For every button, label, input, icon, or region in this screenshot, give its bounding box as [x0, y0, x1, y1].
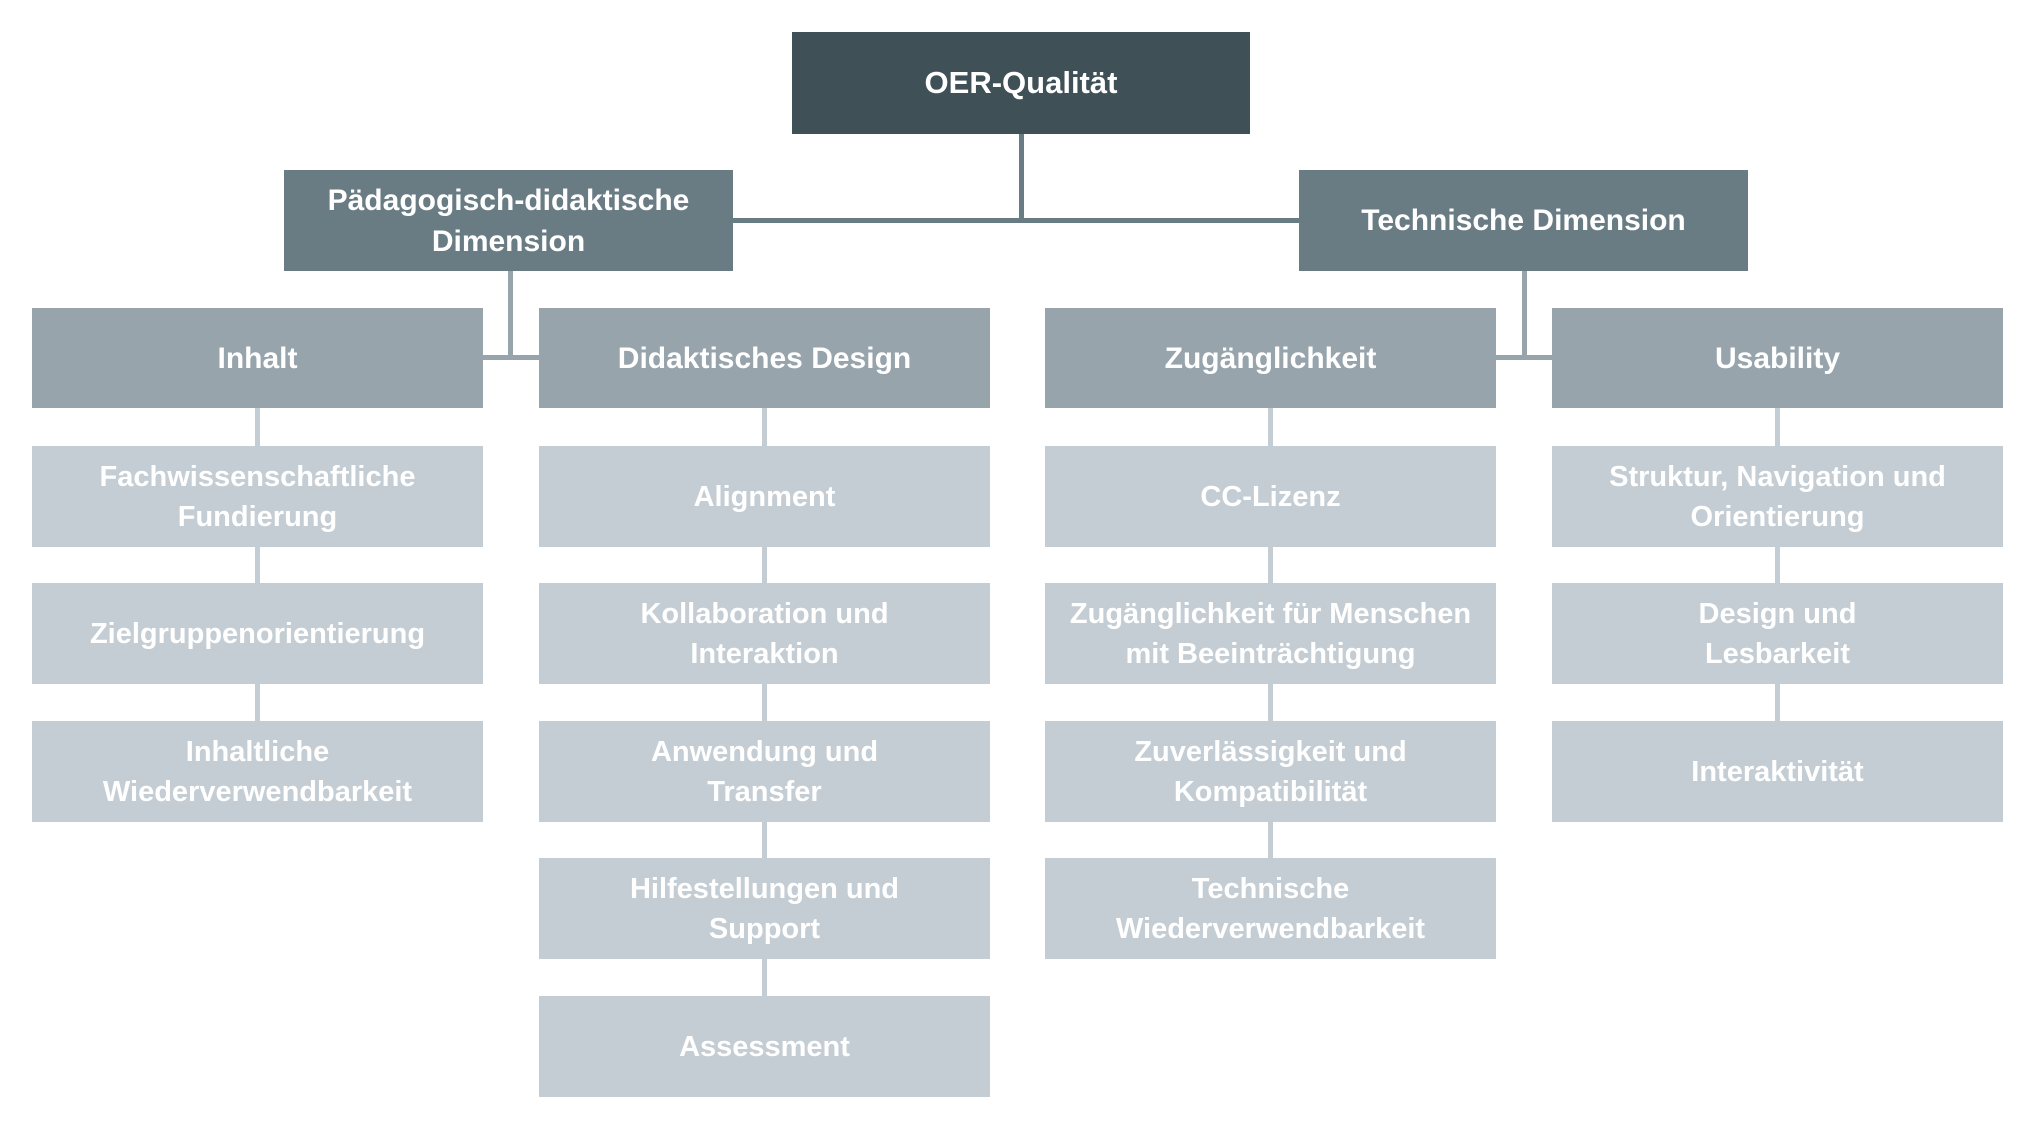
node-struktur-navigation-orientierung: Struktur, Navigation und Orientierung	[1552, 446, 2003, 547]
connector-item-line	[1268, 684, 1273, 721]
node-inhaltliche-wiederverwendbarkeit: Inhaltliche Wiederverwendbarkeit	[32, 721, 483, 822]
node-oer-qualitaet: OER-Qualität	[792, 32, 1250, 134]
node-assessment: Assessment	[539, 996, 990, 1097]
node-alignment: Alignment	[539, 446, 990, 547]
connector-item-line	[1268, 822, 1273, 858]
node-paedagogisch-didaktische-dimension: Pädagogisch-didaktische Dimension	[284, 170, 733, 271]
connector-paedagogisch-horizontal	[483, 355, 539, 360]
connector-item-line	[1775, 684, 1780, 721]
connector-item-line	[255, 684, 260, 721]
connector-item-line	[1268, 547, 1273, 583]
node-technische-wiederverwendbarkeit: Technische Wiederverwendbarkeit	[1045, 858, 1496, 959]
node-didaktisches-design: Didaktisches Design	[539, 308, 990, 408]
node-cc-lizenz: CC-Lizenz	[1045, 446, 1496, 547]
connector-root-horizontal	[733, 218, 1299, 223]
connector-item-line	[762, 822, 767, 858]
connector-item-line	[255, 547, 260, 583]
connector-item-line	[762, 684, 767, 721]
node-hilfestellungen-und-support: Hilfestellungen und Support	[539, 858, 990, 959]
connector-paedagogisch-drop	[508, 271, 513, 360]
node-interaktivitaet: Interaktivität	[1552, 721, 2003, 822]
node-zielgruppenorientierung: Zielgruppenorientierung	[32, 583, 483, 684]
node-usability: Usability	[1552, 308, 2003, 408]
node-anwendung-und-transfer: Anwendung und Transfer	[539, 721, 990, 822]
connector-technisch-horizontal	[1496, 355, 1552, 360]
connector-item-line	[762, 959, 767, 996]
connector-technisch-drop	[1522, 271, 1527, 360]
connector-item-line	[255, 408, 260, 446]
node-zugaenglichkeit-fuer-menschen: Zugänglichkeit für Menschen mit Beeinträ…	[1045, 583, 1496, 684]
connector-item-line	[1268, 408, 1273, 446]
node-zuverlaessigkeit-und-kompatibilitaet: Zuverlässigkeit und Kompatibilität	[1045, 721, 1496, 822]
node-kollaboration-und-interaktion: Kollaboration und Interaktion	[539, 583, 990, 684]
connector-item-line	[1775, 547, 1780, 583]
connector-root-drop	[1019, 134, 1024, 223]
connector-item-line	[762, 547, 767, 583]
connector-item-line	[1775, 408, 1780, 446]
node-zugaenglichkeit: Zugänglichkeit	[1045, 308, 1496, 408]
node-technische-dimension: Technische Dimension	[1299, 170, 1748, 271]
node-design-und-lesbarkeit: Design und Lesbarkeit	[1552, 583, 2003, 684]
node-fachwissenschaftliche-fundierung: Fachwissenschaftliche Fundierung	[32, 446, 483, 547]
node-inhalt: Inhalt	[32, 308, 483, 408]
connector-item-line	[762, 408, 767, 446]
